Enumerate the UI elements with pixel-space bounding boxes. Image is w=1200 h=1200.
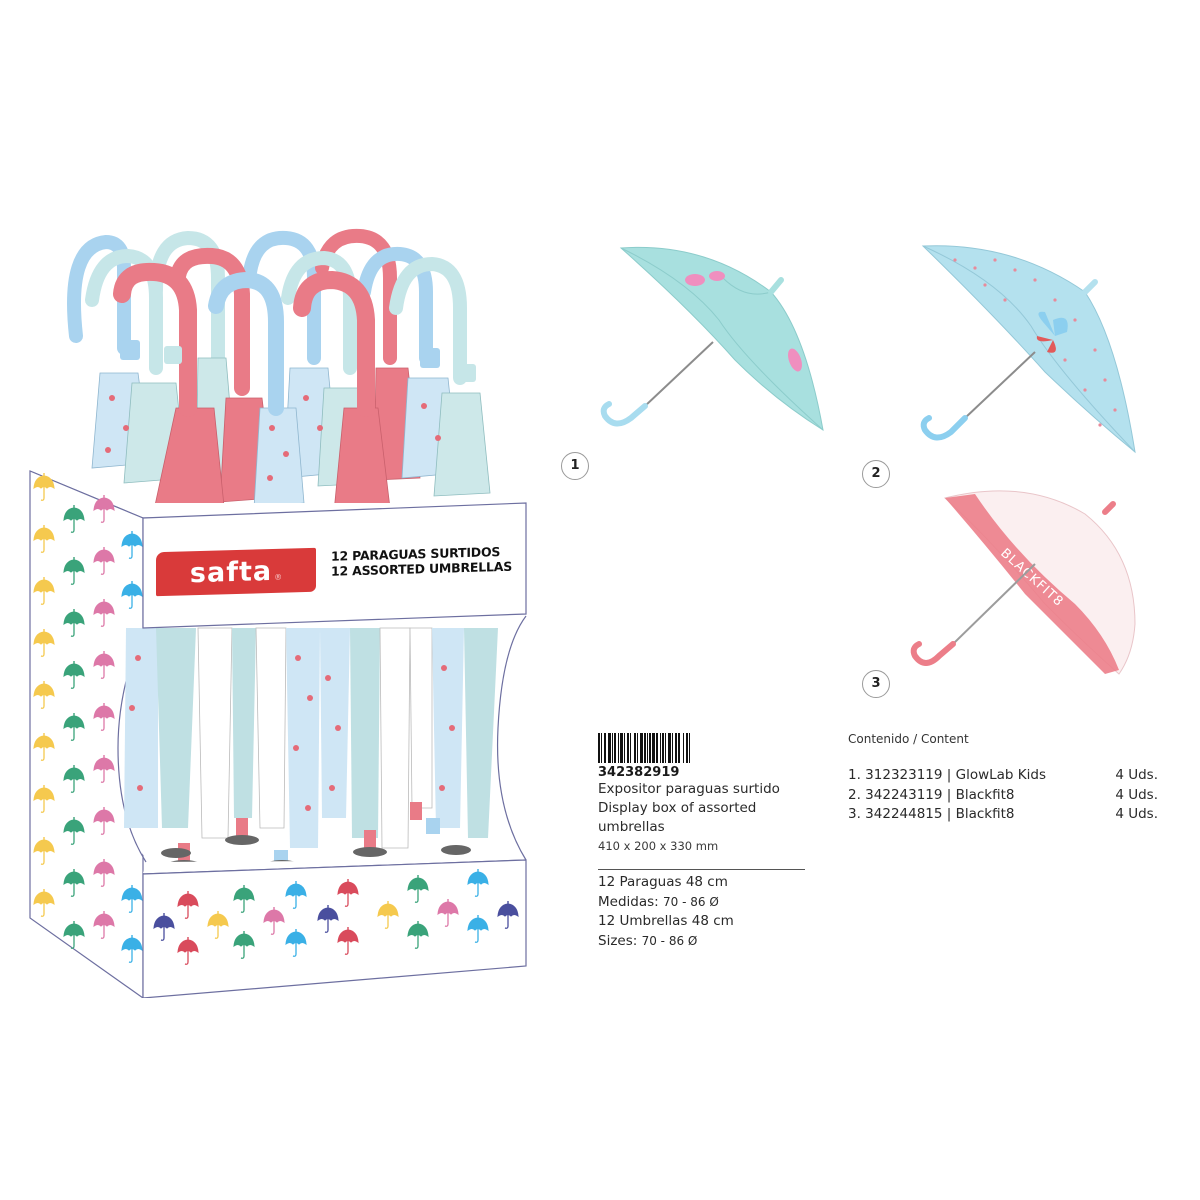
content-item: 2. 342243119 | Blackfit8 4 Uds.: [848, 786, 1158, 806]
spec-sizes: Sizes: 70 - 86 Ø: [598, 932, 808, 952]
content-item-text: 2. 342243119 | Blackfit8: [848, 786, 1015, 803]
brand-logo: safta ®: [156, 547, 316, 597]
spec-umbrellas: 12 Umbrellas 48 cm: [598, 913, 734, 929]
contents-list: Contenido / Content 1. 312323119 | GlowL…: [848, 732, 1158, 825]
display-header-text: 12 PARAGUAS SURTIDOS 12 ASSORTED UMBRELL…: [331, 543, 531, 579]
content-item-qty: 4 Uds.: [1115, 806, 1158, 822]
product-2-image: [895, 240, 1145, 465]
contents-title: Contenido / Content: [848, 732, 969, 746]
description-en-2: umbrellas: [598, 819, 665, 835]
spec-medidas-value: 70 - 86 Ø: [663, 894, 719, 909]
spec-paraguas: 12 Paraguas 48 cm: [598, 874, 728, 890]
content-item: 3. 342244815 | Blackfit8 4 Uds.: [848, 805, 1158, 825]
product-2-number: 2: [862, 460, 890, 488]
barcode: [598, 733, 808, 763]
content-item-qty: 4 Uds.: [1115, 786, 1158, 803]
spec-sizes-label: Sizes:: [598, 932, 638, 949]
product-3-number: 3: [862, 670, 890, 698]
display-box-illustration: safta ® 12 PARAGUAS SURTIDOS 12 ASSORTED…: [28, 228, 540, 1000]
brand-logo-text: safta: [189, 555, 273, 589]
content-item-text: 1. 312323119 | GlowLab Kids: [848, 767, 1046, 783]
product-1-number: 1: [561, 452, 589, 480]
display-header-band: [142, 502, 527, 629]
registered-mark: ®: [274, 572, 283, 582]
product-1-image: [595, 240, 835, 455]
content-item: 1. 312323119 | GlowLab Kids 4 Uds.: [848, 766, 1158, 786]
description-en-1: Display box of assorted: [598, 800, 757, 816]
product-3-image: BLACKFIT8: [905, 484, 1145, 684]
folded-umbrellas-top: [91, 357, 491, 513]
cherry-pattern-top: [105, 395, 441, 481]
content-item-qty: 4 Uds.: [1115, 767, 1158, 783]
divider: [598, 869, 805, 870]
umbrella-hooks-front: [113, 247, 476, 417]
description-es: Expositor paraguas surtido: [598, 781, 780, 797]
front-base-panel: [142, 859, 527, 999]
product-info: 342382919 Expositor paraguas surtido Dis…: [598, 733, 808, 951]
product-reference: 342382919: [598, 765, 680, 780]
box-dimensions: 410 x 200 x 330 mm: [598, 839, 719, 853]
spec-medidas: Medidas: 70 - 86 Ø: [598, 893, 808, 913]
content-item-text: 3. 342244815 | Blackfit8: [848, 806, 1015, 822]
spec-medidas-label: Medidas:: [598, 893, 659, 910]
spec-sizes-value: 70 - 86 Ø: [641, 933, 698, 948]
lower-cavity: [116, 613, 527, 875]
